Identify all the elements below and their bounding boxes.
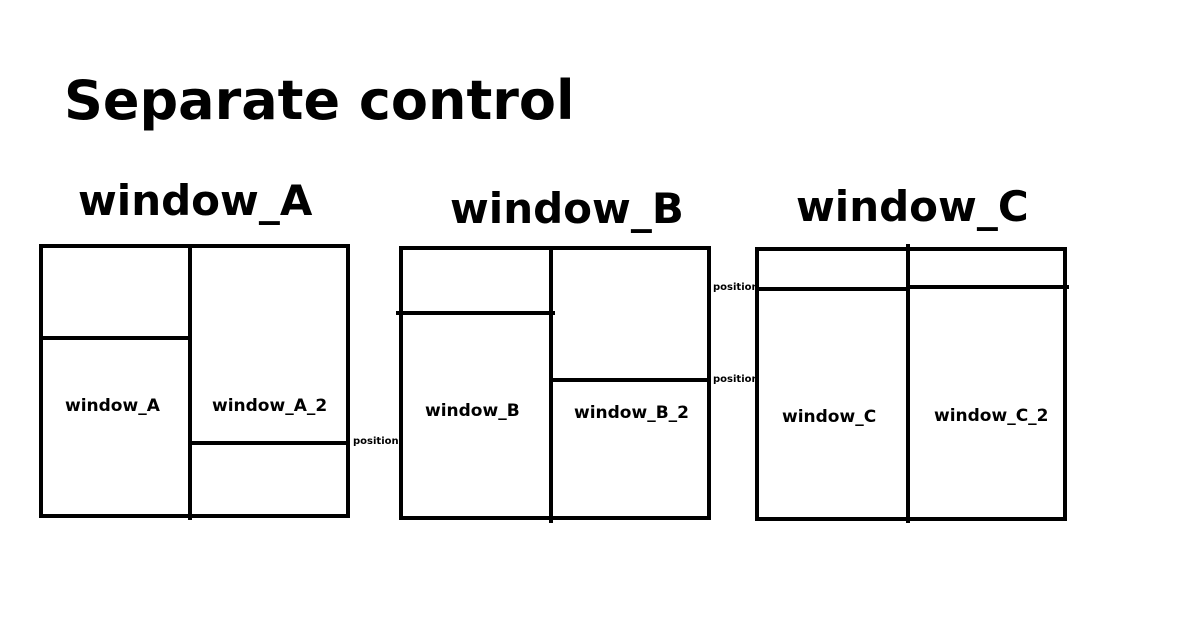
window-c-vertical-splitter[interactable] (906, 244, 910, 523)
window-b-vertical-splitter[interactable] (549, 246, 553, 523)
window-b-title: window_B (450, 184, 684, 233)
window-b-right-horizontal-splitter[interactable] (549, 378, 711, 382)
diagram-title: Separate control (64, 69, 575, 132)
window-c-horizontal-splitter-right[interactable] (906, 285, 1069, 289)
window-c-horizontal-splitter-left[interactable] (755, 287, 908, 291)
window-a-position-label: position (353, 436, 399, 447)
window-a-right-pane-label: window_A_2 (212, 396, 328, 416)
window-b-right-pane-label: window_B_2 (574, 403, 689, 423)
window-c-position-label: position (713, 282, 759, 293)
window-b-position-label: position (713, 374, 759, 385)
window-a-left-horizontal-splitter[interactable] (39, 336, 190, 340)
window-a-title: window_A (78, 176, 313, 225)
window-a-right-horizontal-splitter[interactable] (188, 441, 350, 445)
window-b-left-pane-label: window_B (425, 401, 520, 421)
window-b-left-horizontal-splitter[interactable] (396, 311, 555, 315)
window-a-frame (39, 244, 350, 518)
window-b-frame (399, 246, 711, 520)
window-c-frame (755, 247, 1067, 521)
window-c-right-pane-label: window_C_2 (934, 406, 1049, 426)
window-a-vertical-splitter[interactable] (188, 244, 192, 520)
window-c-left-pane-label: window_C (782, 407, 877, 427)
window-c-title: window_C (796, 182, 1029, 231)
window-a-left-pane-label: window_A (65, 396, 160, 416)
